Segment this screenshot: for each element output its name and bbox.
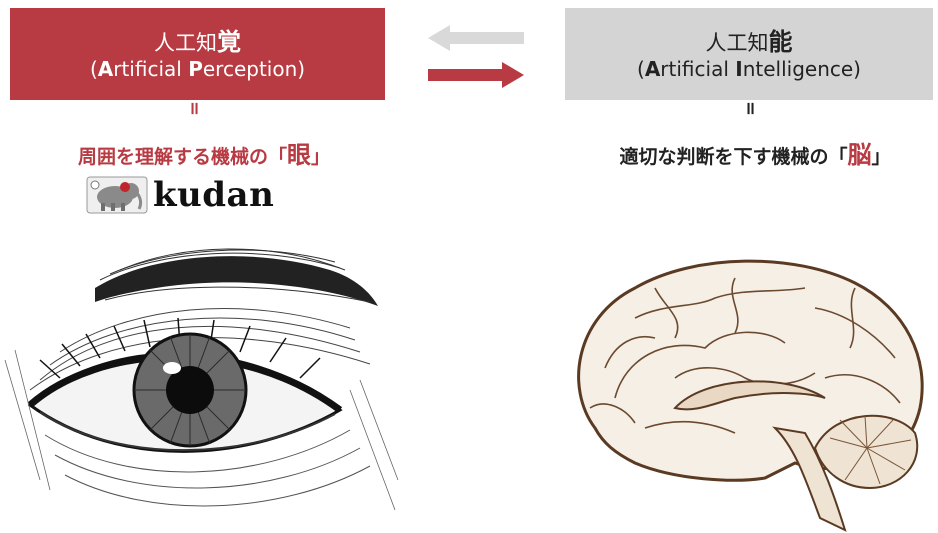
artificial-intelligence-box: 人工知能 (Artificial Intelligence): [565, 8, 933, 100]
eye-illustration: [4, 248, 399, 511]
artificial-perception-box: 人工知覚 (Artificial Perception): [10, 8, 385, 100]
right-arrow-icon: [428, 62, 524, 88]
intelligence-subtitle: (Artificial Intelligence): [637, 57, 861, 82]
perception-paren: (: [89, 56, 98, 81]
intelligence-word-intelligence: ntelligence): [742, 56, 861, 81]
left-arrow-icon: [428, 25, 524, 51]
intelligence-title: 人工知能: [706, 27, 793, 57]
brain-illustration: [577, 259, 924, 532]
kudan-logo: kudan: [85, 175, 274, 215]
perception-caption-emphasis: 眼: [287, 141, 311, 169]
intelligence-letter-i: I: [735, 56, 743, 81]
elephant-icon: [86, 176, 148, 214]
intelligence-title-emphasis: 能: [768, 27, 793, 56]
intelligence-title-prefix: 人工知: [705, 30, 769, 55]
intelligence-letter-a: A: [644, 56, 661, 81]
perception-word-perception: erception): [202, 56, 306, 81]
intelligence-word-artificial: rtificial: [660, 56, 736, 81]
perception-letter-a: A: [97, 56, 114, 81]
perception-title: 人工知覚: [154, 27, 241, 57]
intelligence-caption: 適切な判断を下す機械の「脳」: [575, 135, 935, 170]
intelligence-caption-emphasis: 脳: [847, 141, 872, 169]
perception-title-prefix: 人工知: [154, 30, 217, 55]
perception-caption-text: 周囲を理解する機械の「: [77, 146, 287, 168]
perception-word-artificial: rtificial: [113, 56, 189, 81]
perception-subtitle: (Artificial Perception): [90, 57, 305, 82]
perception-equals-sign: =: [184, 100, 206, 117]
intelligence-caption-text: 適切な判断を下す機械の「: [619, 146, 848, 168]
kudan-logo-text: kudan: [153, 175, 275, 215]
perception-letter-p: P: [188, 56, 203, 81]
intelligence-equals-sign: =: [740, 100, 762, 117]
perception-title-emphasis: 覚: [217, 27, 241, 56]
perception-caption-close: 」: [311, 146, 331, 168]
perception-caption: 周囲を理解する機械の「眼」: [28, 135, 380, 170]
intelligence-caption-close: 」: [871, 146, 891, 168]
intelligence-paren: (: [637, 56, 645, 81]
